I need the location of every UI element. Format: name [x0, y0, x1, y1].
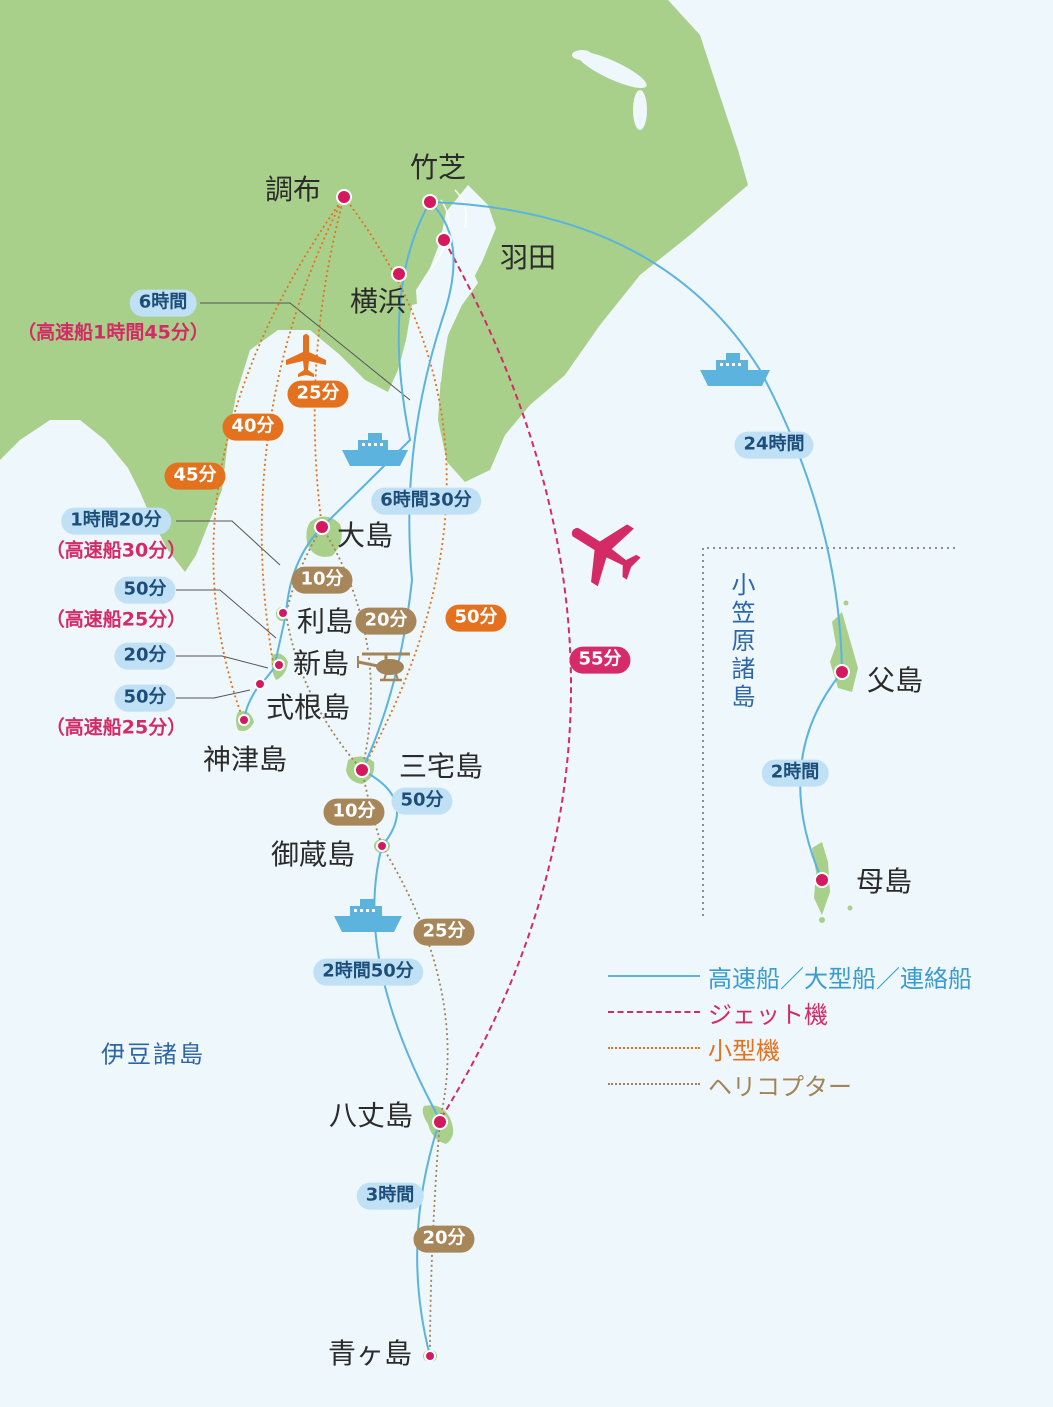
port-hahajima — [814, 872, 830, 888]
legend-item-jet: ジェット機 — [608, 997, 828, 1029]
port-takeshiba — [422, 194, 438, 210]
duration-ship-main-fast: （高速船1時間45分） — [17, 321, 209, 344]
lake — [572, 50, 592, 60]
place-kozushima: 神津島 — [202, 743, 288, 776]
port-oshima — [314, 519, 330, 535]
duration-ship-shikine-kozu-fast: （高速船25分） — [45, 716, 187, 739]
ship-icon — [700, 353, 770, 386]
legend-item-heli: ヘリコプター — [608, 1069, 852, 1101]
port-shikinejima — [254, 678, 266, 690]
legend-swatch-jet — [608, 1011, 700, 1013]
duration-plane-niijima: 40分 — [222, 413, 284, 441]
callout-leaders — [176, 302, 411, 699]
port-chofu — [336, 189, 352, 205]
legend-label-plane: 小型機 — [708, 1036, 780, 1065]
duration-ship-toshima-niijima: 50分 — [114, 576, 176, 604]
place-chofu: 調布 — [264, 173, 322, 206]
legend-swatch-ship — [608, 975, 700, 977]
duration-ship-aoga: 3時間 — [356, 1182, 424, 1210]
ship-icon — [342, 433, 408, 466]
place-hachijojima: 八丈島 — [328, 1099, 414, 1132]
port-haneda — [436, 232, 452, 248]
port-hachijojima — [432, 1114, 448, 1130]
lake — [633, 90, 647, 130]
place-shikinejima: 式根島 — [265, 691, 351, 724]
mainland — [0, 0, 748, 572]
lake — [577, 51, 647, 89]
place-chichijima: 父島 — [866, 664, 924, 697]
duration-ship-mikura: 50分 — [391, 787, 453, 815]
port-kozushima — [238, 714, 250, 726]
port-miyakejima — [354, 762, 370, 778]
legend-label-jet: ジェット機 — [708, 1000, 828, 1029]
legend-label-ship: 高速船／大型船／連絡船 — [708, 964, 972, 993]
duration-plane-oshima: 25分 — [287, 380, 349, 408]
duration-jet-hachijo: 55分 — [569, 646, 631, 674]
jet-route — [439, 239, 572, 1121]
legend-label-heli: ヘリコプター — [708, 1072, 852, 1101]
duration-plane-miyake: 50分 — [445, 604, 507, 632]
place-hahajima: 母島 — [855, 865, 913, 898]
place-toshima: 利島 — [296, 605, 354, 638]
duration-heli-oshima-toshima: 10分 — [291, 566, 353, 594]
place-aogashima: 青ヶ島 — [327, 1337, 413, 1370]
place-haneda: 羽田 — [499, 241, 557, 274]
place-oshima: 大島 — [336, 519, 394, 552]
duration-ship-hachijo: 2時間50分 — [313, 958, 423, 986]
legend-swatch-heli — [608, 1083, 700, 1085]
legend-swatch-plane — [608, 1047, 700, 1049]
port-yokohama — [391, 266, 407, 282]
port-markers — [238, 189, 850, 1362]
duration-ship-shikine-kozu: 50分 — [114, 684, 176, 712]
duration-ship-toshima-niijima-fast: （高速船25分） — [45, 608, 187, 631]
jet-icon — [571, 524, 641, 587]
place-mikurajima: 御蔵島 — [270, 838, 356, 871]
duration-ship-haha: 2時間 — [761, 759, 829, 787]
ship-icon — [334, 899, 402, 932]
duration-heli-toshima-miyake: 20分 — [355, 607, 417, 635]
port-niijima — [273, 659, 285, 671]
place-yokohama: 横浜 — [349, 285, 407, 318]
duration-ship-oshima-toshima: 1時間20分 — [61, 507, 171, 535]
place-niijima: 新島 — [292, 647, 350, 680]
region-ogasawara: 小笠原諸島 — [727, 572, 755, 712]
duration-ship-miyake: 6時間30分 — [371, 487, 481, 515]
port-mikurajima — [376, 840, 388, 852]
duration-ship-niijima-shikine: 20分 — [114, 642, 176, 670]
duration-ship-chichi: 24時間 — [734, 431, 814, 459]
port-toshima — [277, 607, 289, 619]
plane-icon — [286, 334, 326, 377]
duration-ship-oshima-toshima-fast: （高速船30分） — [45, 539, 187, 562]
legend-item-ship: 高速船／大型船／連絡船 — [608, 961, 972, 993]
duration-heli-hachijo-aoga: 20分 — [413, 1225, 475, 1253]
helicopter-icon — [357, 652, 410, 682]
port-chichijima — [834, 664, 850, 680]
legend-item-plane: 小型機 — [608, 1033, 780, 1065]
duration-plane-kozu: 45分 — [164, 462, 226, 490]
place-miyakejima: 三宅島 — [398, 750, 484, 783]
place-takeshiba: 竹芝 — [409, 151, 467, 184]
ogasawara-divider — [702, 547, 958, 916]
region-izu: 伊豆諸島 — [101, 1040, 205, 1069]
duration-ship-main: 6時間 — [129, 289, 197, 317]
port-aogashima — [424, 1350, 436, 1362]
duration-heli-miyake-mikura: 10分 — [323, 798, 385, 826]
duration-heli-mikura-hachijo: 25分 — [413, 918, 475, 946]
